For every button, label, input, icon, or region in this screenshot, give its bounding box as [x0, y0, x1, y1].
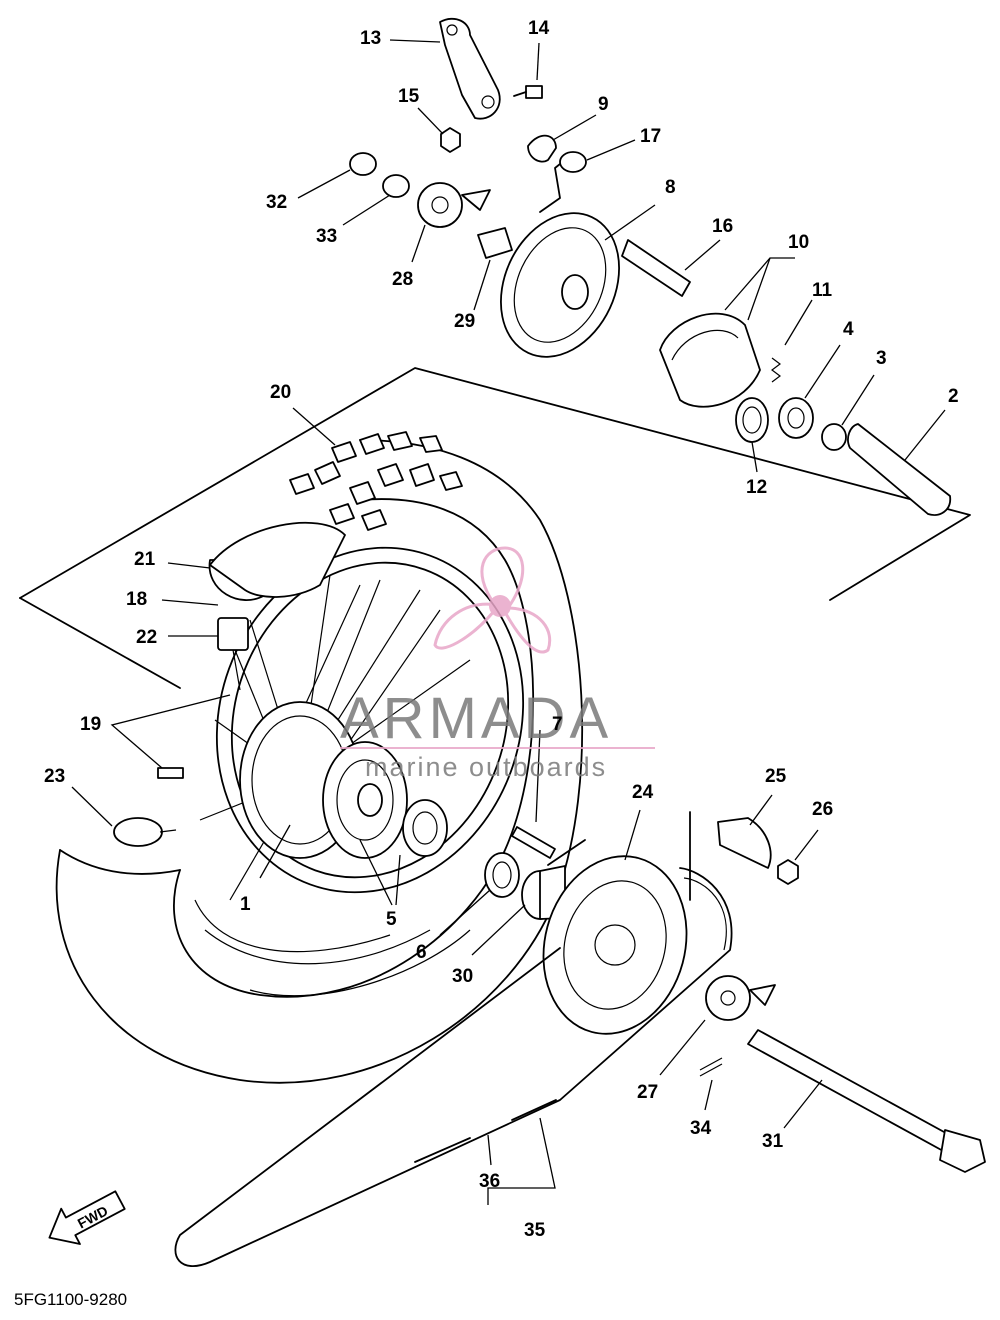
callout-5: 5 [386, 909, 397, 930]
drive-chain [174, 867, 733, 1268]
watermark-tagline: marine outboards [365, 752, 607, 782]
callout-3: 3 [876, 348, 887, 369]
callout-34: 34 [690, 1118, 712, 1139]
spacer-2 [847, 423, 952, 516]
callout-36: 36 [479, 1171, 500, 1192]
callout-9: 9 [598, 94, 609, 115]
callout-6: 6 [416, 942, 427, 963]
callout-26: 26 [812, 799, 833, 820]
callout-4: 4 [843, 319, 854, 340]
callout-29: 29 [454, 311, 475, 332]
callout-12: 12 [746, 477, 767, 498]
callout-32: 32 [266, 192, 287, 213]
callout-30: 30 [452, 966, 473, 987]
callout-13: 13 [360, 28, 381, 49]
callout-21: 21 [134, 549, 156, 570]
brake-shoe-plate [500, 212, 620, 358]
armada-watermark: ARMADA marine outboards [340, 546, 655, 782]
brake-shoe [659, 312, 761, 408]
callout-35: 35 [524, 1220, 546, 1241]
callout-31: 31 [762, 1131, 784, 1152]
bolt [513, 85, 543, 99]
oil-seal-6 [484, 852, 520, 898]
callout-15: 15 [398, 86, 420, 107]
inner-tube [208, 521, 346, 601]
callout-23: 23 [44, 766, 65, 787]
oil-seal-12 [735, 397, 769, 443]
callout-7: 7 [552, 714, 563, 735]
assembly-frame [19, 159, 971, 901]
callout-28: 28 [392, 269, 413, 290]
callout-10: 10 [788, 232, 809, 253]
brake-cam-lever [439, 17, 501, 120]
callout-20: 20 [270, 382, 291, 403]
callout-2: 2 [948, 386, 959, 407]
fwd-arrow: FWD [48, 1190, 126, 1245]
indicator-plate [527, 134, 557, 163]
rim-lock [113, 817, 177, 847]
callout-25: 25 [765, 766, 787, 787]
callout-17: 17 [640, 126, 661, 147]
rear-hub [239, 701, 408, 859]
collar-29 [477, 227, 513, 259]
driven-sprocket-28 [417, 182, 491, 228]
wheel-rim [157, 521, 525, 901]
spoke-nipple [157, 767, 184, 779]
callout-14: 14 [528, 18, 550, 39]
callout-33: 33 [316, 226, 337, 247]
callout-16: 16 [712, 216, 733, 237]
rear-axle-31 [747, 1029, 986, 1173]
watermark-brand: ARMADA [340, 686, 612, 751]
plate-25 [717, 817, 772, 869]
collar-3 [821, 423, 847, 451]
diagram-code: 5FG1100-9280 [14, 1290, 127, 1309]
stud-bolt-7 [511, 826, 556, 859]
leader-lines [71, 39, 946, 1205]
callout-1: 1 [240, 894, 251, 915]
hub-bearing [402, 799, 448, 857]
callout-27: 27 [637, 1082, 658, 1103]
nut-15 [440, 127, 461, 153]
valve-stem [217, 617, 249, 691]
callout-18: 18 [126, 589, 147, 610]
cotter-pin-34 [699, 1057, 723, 1077]
bearing-4 [778, 397, 814, 439]
chain-puller-27 [705, 975, 776, 1021]
rear-sprocket-24 [542, 855, 688, 1035]
callout-22: 22 [136, 627, 157, 648]
washer-33 [382, 174, 410, 198]
spring-11 [771, 357, 781, 383]
camshaft [621, 239, 691, 297]
callout-11: 11 [812, 280, 833, 301]
propeller-logo-icon [433, 546, 552, 654]
callout-19: 19 [80, 714, 101, 735]
callout-24: 24 [632, 782, 654, 803]
tire-tread [289, 431, 463, 531]
collar-32 [349, 152, 377, 176]
rear-tire [55, 431, 584, 1084]
callout-8: 8 [665, 177, 676, 198]
nut-26 [777, 859, 799, 885]
callout-labels: 1 2 3 4 5 6 7 8 9 10 11 12 13 14 15 16 1… [44, 18, 959, 1241]
oil-seal-17 [559, 151, 587, 173]
